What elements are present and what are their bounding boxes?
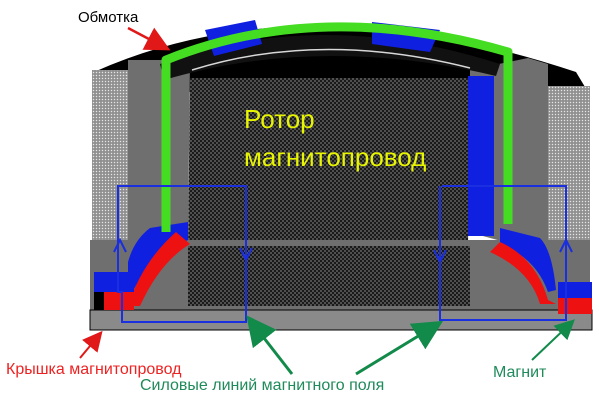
winding-label: Обмотка xyxy=(78,9,139,26)
bottom-cover-plate xyxy=(89,309,593,331)
field-loop-left xyxy=(117,185,247,323)
lower-magnet-left-red xyxy=(128,232,190,306)
field-arrow-right-down xyxy=(433,249,447,265)
right-side-magnet xyxy=(468,76,494,236)
stator-post-left xyxy=(128,60,190,246)
pointer-field-right xyxy=(355,320,444,376)
winding-coil xyxy=(161,22,513,232)
outer-wall-right xyxy=(548,86,590,246)
magnet-stack-right-red xyxy=(558,298,592,314)
lower-magnet-right-blue xyxy=(500,228,556,292)
field-arrow-left-down xyxy=(239,247,253,263)
magnet-stack-left-blue xyxy=(94,272,134,292)
top-gap-line xyxy=(191,48,471,71)
lower-magnet-right-red xyxy=(490,242,556,304)
pointer-cover xyxy=(79,330,103,359)
pointer-winding xyxy=(127,26,171,51)
rotor-label: Ротор xyxy=(244,104,315,134)
pointer-field-left xyxy=(246,315,294,375)
magnet-label: Магнит xyxy=(493,364,547,381)
base-inner xyxy=(188,246,470,306)
rotor-core-label: магнитопровод xyxy=(244,142,427,172)
magnet-stack-right-blue xyxy=(558,282,592,298)
cover-label: Крышка магнитопровод xyxy=(6,361,182,378)
field-lines-label: Силовые линий магнитного поля xyxy=(140,377,385,394)
field-arrow-right-up xyxy=(559,237,573,253)
pointer-magnet xyxy=(531,319,575,361)
magnet-stack-left-black xyxy=(94,292,104,310)
field-arrow-left-up xyxy=(113,237,127,253)
